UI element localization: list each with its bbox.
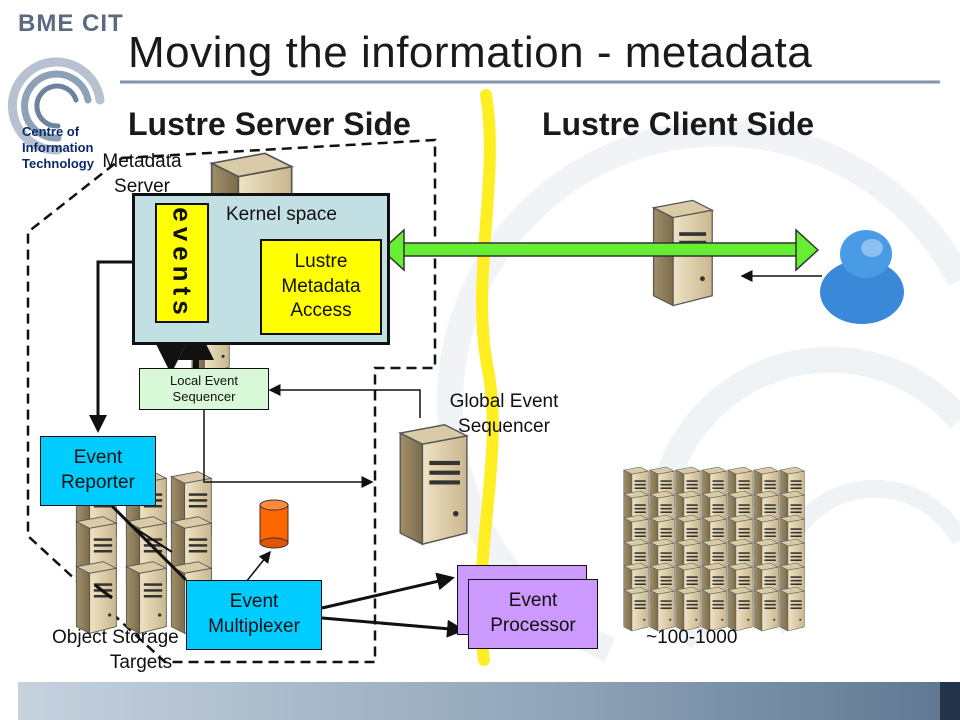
user-icon (820, 230, 904, 324)
client-server-icon (727, 586, 753, 632)
client-server-icon (753, 586, 779, 632)
client-side-header: Lustre Client Side (542, 106, 815, 142)
event-processor-box: Event Processor (468, 579, 598, 649)
logo-line-2: Information (22, 140, 94, 155)
logo-line-1: Centre of (22, 124, 80, 139)
footer-accent (940, 682, 960, 720)
kernel-space-label: Kernel space (226, 204, 337, 225)
metadata-server-label: Metadata Server (102, 151, 182, 197)
events-label: events (167, 206, 198, 320)
logo-line-3: Technology (22, 156, 94, 171)
client-servers-grid (623, 466, 805, 632)
client-server-icon (675, 586, 701, 632)
client-server-icon (649, 586, 675, 632)
client-server-icon (623, 586, 649, 632)
logo-mark (7, 57, 105, 155)
events-queue: events (155, 203, 209, 323)
footer-bar (18, 682, 960, 720)
database-icon (259, 499, 289, 549)
lustre-metadata-access-box: Lustre Metadata Access (260, 239, 382, 335)
server-icon (399, 423, 468, 546)
event-multiplexer-box: Event Multiplexer (186, 580, 322, 650)
object-storage-targets-label: Object Storage Targets (52, 627, 179, 673)
green-double-arrow (380, 228, 820, 272)
logo-name: BME CIT (18, 10, 124, 37)
dashed-boundary (26, 138, 437, 664)
client-server-icon (701, 586, 727, 632)
client-server-icon (779, 586, 805, 632)
local-event-sequencer-box: Local Event Sequencer (139, 368, 269, 410)
page-title: Moving the information - metadata (128, 28, 813, 77)
server-side-header: Lustre Server Side (128, 106, 411, 142)
event-reporter-box: Event Reporter (40, 436, 156, 506)
global-event-sequencer-label: Global Event Sequencer (449, 391, 559, 437)
client-count-label: ~100-1000 (646, 627, 738, 648)
